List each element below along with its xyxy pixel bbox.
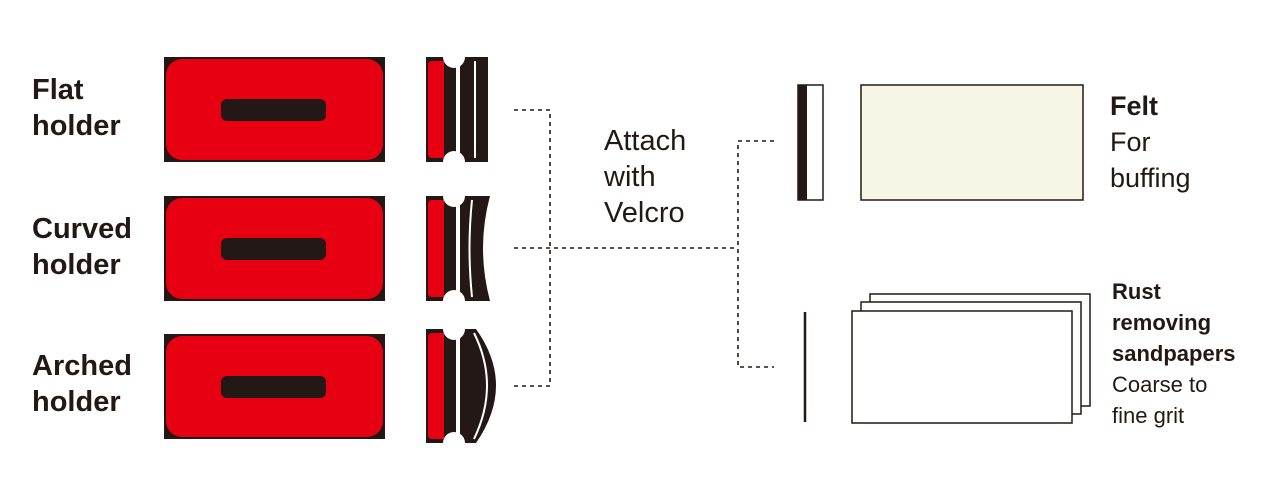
flat-holder-label: Flat holder [32,74,121,142]
sandpaper-stack [851,293,1091,424]
velcro-attach-label: Attach with Velcro [604,125,687,229]
arched-holder-front [164,334,385,439]
felt-title: Felt [1110,91,1159,121]
sandpaper-title: Rust removing sandpapers [1112,279,1236,366]
velcro-connector-lines [514,109,774,387]
curved-holder-label: Curved holder [32,213,132,281]
curved-holder-front [164,196,385,301]
arched-holder-side [426,318,496,454]
felt-label-group: Felt For buffing [1110,88,1191,196]
curved-holder-side [426,185,490,312]
arched-holder-label: Arched holder [32,350,132,418]
flat-holder-front [164,57,385,162]
felt-side-view [797,84,824,201]
felt-pad [860,84,1084,201]
sandpaper-label-group: Rust removing sandpapers Coarse to fine … [1112,276,1236,431]
felt-description: For buffing [1110,127,1191,193]
flat-holder-side [426,46,488,173]
sandpaper-description: Coarse to fine grit [1112,372,1208,428]
